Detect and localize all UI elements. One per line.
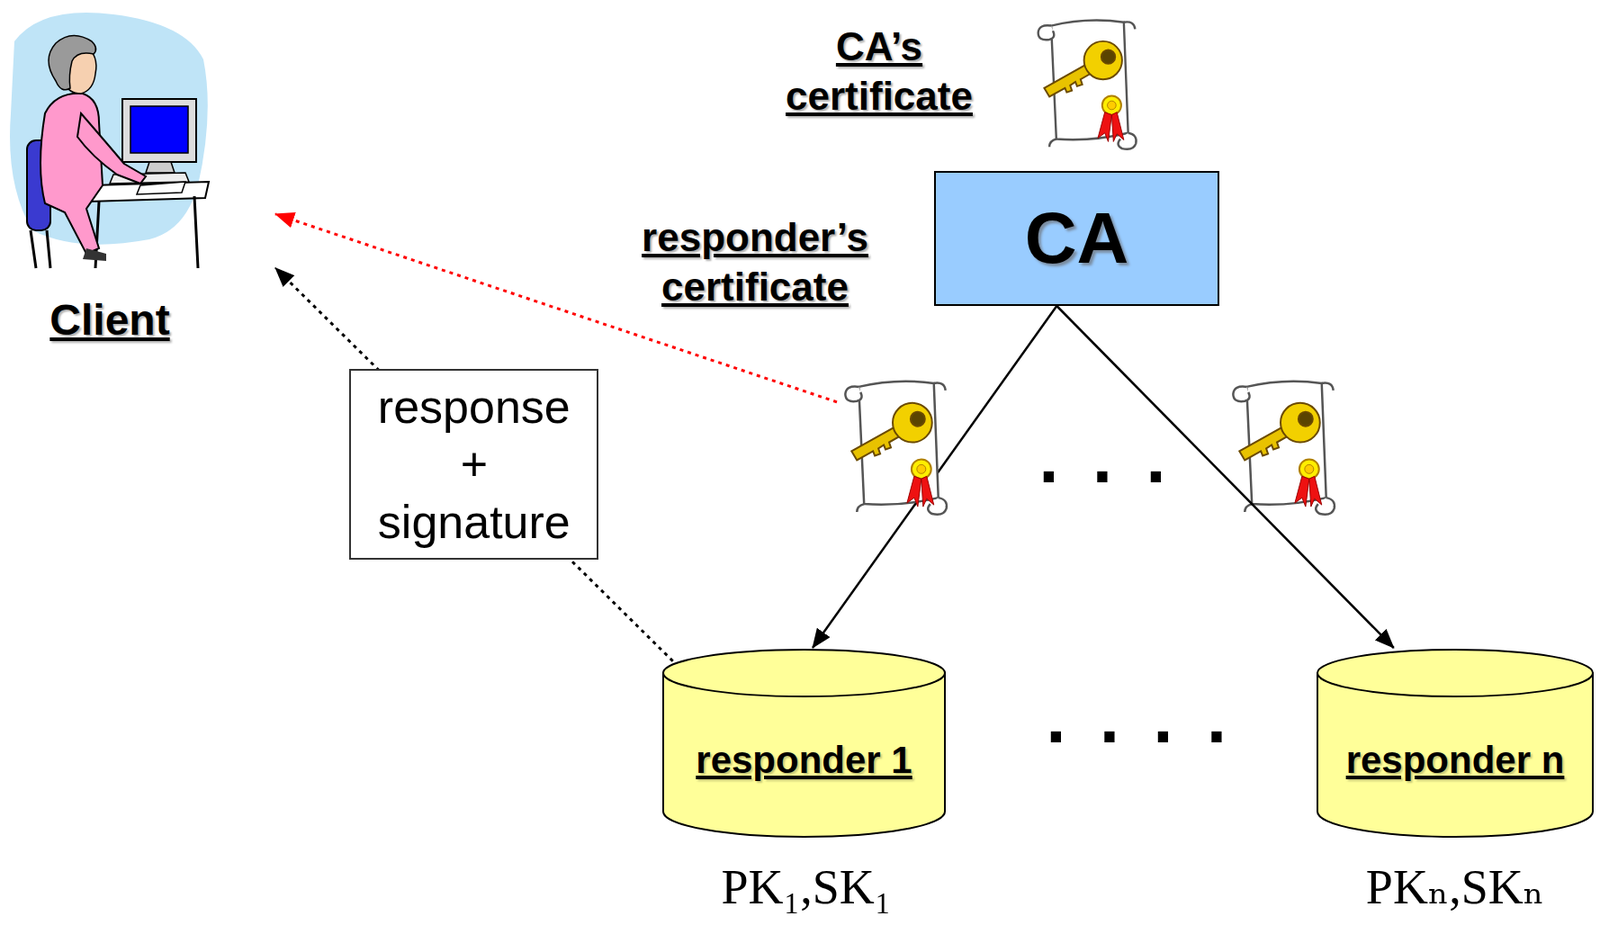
responder-cylinder: responder n bbox=[1315, 647, 1595, 837]
client-illustration bbox=[5, 5, 276, 342]
certificate-label: CA’s certificate bbox=[762, 21, 997, 121]
ellipsis-dots: ... bbox=[1003, 433, 1202, 492]
responder-n-certificate-icon bbox=[1232, 381, 1335, 515]
key-pair-label: PKₙ,SKₙ bbox=[1324, 858, 1586, 917]
node-label: responder n bbox=[1346, 738, 1565, 783]
edge-label-box: response + signature bbox=[349, 368, 599, 560]
node-label: Client bbox=[5, 295, 215, 346]
key-pair-label: PK₁,SK₁ bbox=[671, 858, 942, 917]
client-figure: Client bbox=[5, 5, 276, 342]
ellipsis-dots: .... bbox=[1013, 693, 1248, 752]
node-label: responder’s certificate bbox=[624, 212, 886, 312]
certificate-icon-art bbox=[836, 372, 954, 521]
node-label: CA bbox=[1024, 197, 1130, 280]
ca-box: CA bbox=[934, 170, 1220, 306]
node-label: responder 1 bbox=[695, 738, 912, 783]
dotted-arrow bbox=[275, 268, 674, 662]
responder-cylinder: responder 1 bbox=[661, 647, 947, 837]
certificate-icon: responder’s certificate bbox=[836, 372, 954, 521]
solid-arrow bbox=[812, 305, 1057, 648]
ca-certificate-icon bbox=[1038, 20, 1137, 150]
